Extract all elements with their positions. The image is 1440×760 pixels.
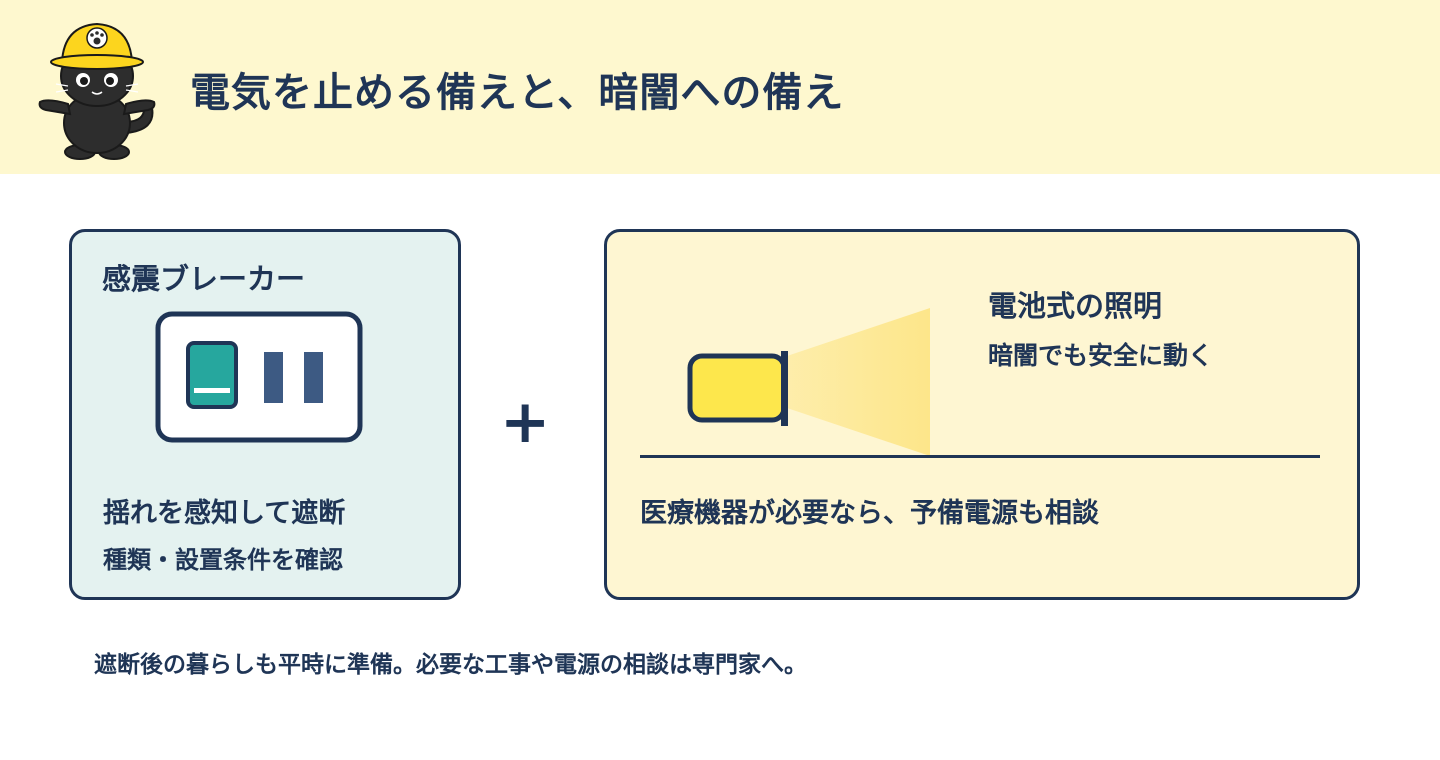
breaker-card-title: 感震ブレーカー [102, 262, 306, 296]
breaker-description: 揺れを感知して遮断 [103, 498, 346, 529]
medical-device-note: 医療機器が必要なら、予備電源も相談 [640, 498, 1099, 529]
page-title: 電気を止める備えと、暗闇への備え [190, 70, 845, 116]
plus-connector: + [500, 387, 551, 457]
lighting-card-title: 電池式の照明 [988, 289, 1163, 323]
card-divider [640, 455, 1320, 458]
lighting-card-subtitle: 暗闇でも安全に動く [988, 341, 1214, 370]
cat-mascot-icon [38, 22, 156, 160]
flashlight-icon [687, 308, 930, 456]
circuit-breaker-icon [155, 311, 363, 443]
breaker-check-note: 種類・設置条件を確認 [103, 546, 343, 574]
header-band [0, 0, 1440, 174]
footer-note: 遮断後の暮らしも平時に準備。必要な工事や電源の相談は専門家へ。 [94, 652, 807, 678]
